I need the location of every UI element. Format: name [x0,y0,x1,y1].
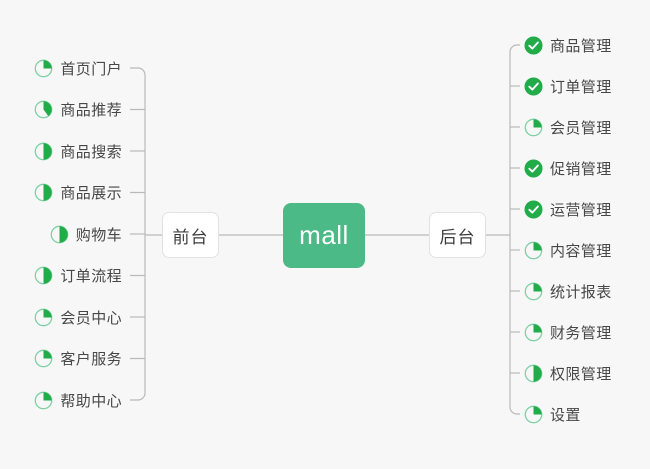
leaf-item[interactable]: 设置 [524,401,581,427]
leaf-item-label: 订单流程 [60,268,122,285]
leaf-item-label: 购物车 [75,226,122,244]
leaf-item-label: 会员中心 [60,309,122,327]
pie-progress-icon [524,118,543,137]
leaf-item-label: 商品搜索 [60,143,122,161]
leaf-item-label: 商品展示 [60,185,122,202]
pie-progress-icon [50,225,69,244]
node-root-mall[interactable]: mall [283,203,365,268]
leaf-item[interactable]: 商品搜索 [34,138,122,164]
pie-progress-icon [34,349,53,368]
leaf-item[interactable]: 商品展示 [34,180,122,206]
leaf-item[interactable]: 权限管理 [524,360,612,386]
leaf-item-label: 权限管理 [550,365,612,383]
leaf-item-label: 运营管理 [550,201,612,219]
check-circle-icon [524,200,543,219]
right-branch-spine [509,44,520,415]
leaf-item-label: 会员管理 [550,119,612,137]
check-circle-icon [524,159,543,178]
leaf-item-label: 商品推荐 [60,102,122,119]
leaf-item-label: 统计报表 [550,283,612,301]
leaf-item[interactable]: 财务管理 [524,319,612,345]
leaf-item-label: 内容管理 [550,242,612,260]
check-circle-icon [524,36,543,55]
leaf-item-label: 商品管理 [550,37,612,55]
leaf-item[interactable]: 首页门户 [34,55,122,81]
pie-progress-icon [524,282,543,301]
leaf-item[interactable]: 促销管理 [524,155,612,181]
leaf-item[interactable]: 订单管理 [524,73,612,99]
node-back-office-label: 后台 [439,227,476,247]
leaf-item[interactable]: 会员管理 [524,114,612,140]
pie-progress-icon [524,364,543,383]
leaf-item[interactable]: 运营管理 [524,196,612,222]
leaf-item-label: 财务管理 [550,324,612,342]
pie-progress-icon [34,266,53,285]
pie-progress-icon [34,391,53,410]
leaf-item-label: 订单管理 [550,78,612,96]
pie-progress-icon [34,59,53,78]
leaf-item[interactable]: 内容管理 [524,237,612,263]
leaf-item-label: 首页门户 [60,60,122,78]
leaf-item[interactable]: 商品管理 [524,32,612,58]
pie-progress-icon [34,100,53,119]
leaf-item[interactable]: 订单流程 [34,263,122,289]
pie-progress-icon [34,142,53,161]
leaf-item[interactable]: 统计报表 [524,278,612,304]
node-front-office[interactable]: 前台 [162,212,219,258]
leaf-item[interactable]: 帮助中心 [34,387,122,413]
leaf-item[interactable]: 商品推荐 [34,97,122,123]
leaf-item[interactable]: 会员中心 [34,304,122,330]
node-back-office[interactable]: 后台 [429,212,486,258]
node-front-office-label: 前台 [172,227,209,247]
pie-progress-icon [524,241,543,260]
leaf-item-label: 帮助中心 [60,392,122,410]
pie-progress-icon [524,323,543,342]
check-circle-icon [524,77,543,96]
leaf-item[interactable]: 购物车 [50,221,122,247]
leaf-item-label: 客户服务 [60,351,122,368]
node-root-label: mall [299,220,349,250]
leaf-item[interactable]: 客户服务 [34,346,122,372]
pie-progress-icon [524,405,543,424]
leaf-item-label: 促销管理 [550,160,612,178]
leaf-item-label: 设置 [550,406,581,424]
pie-progress-icon [34,308,53,327]
pie-progress-icon [34,183,53,202]
